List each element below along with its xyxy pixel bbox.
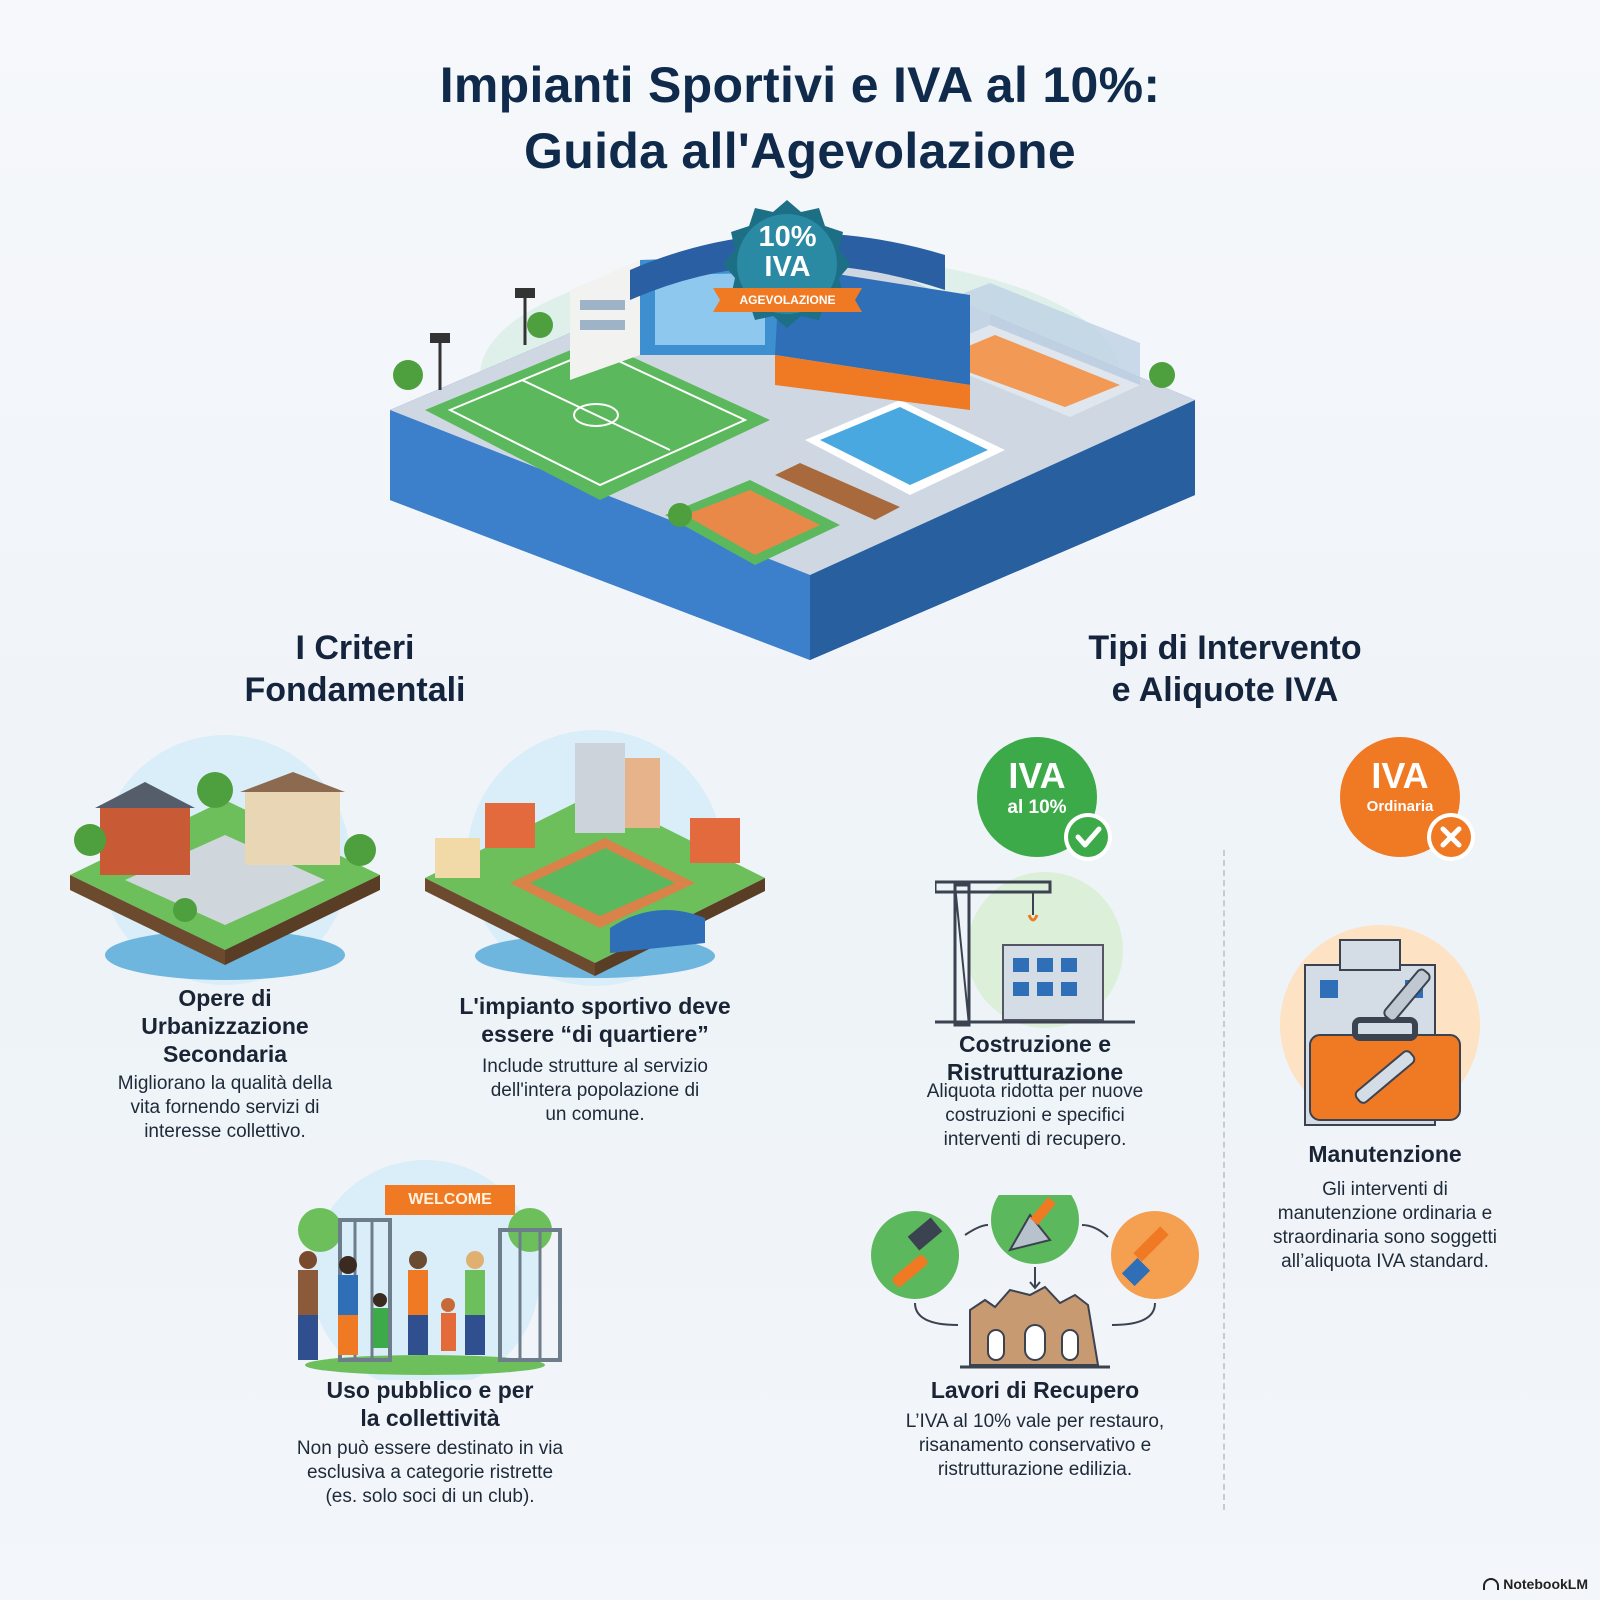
recovery-works-desc: L’IVA al 10% vale per restauro, risaname…: [905, 1411, 1165, 1480]
criteria-item-3-desc: Non può essere destinato in via esclusiv…: [296, 1438, 564, 1507]
construction-desc: Aliquota ridotta per nuove costruzioni e…: [926, 1081, 1144, 1150]
iva-ordinaria-badge-line2: Ordinaria: [1366, 798, 1434, 815]
page-title-line2: Guida all'Agevolazione: [524, 123, 1076, 179]
criteria-section-title: I Criteri Fondamentali: [244, 629, 466, 709]
brand-logo-icon: [1483, 1578, 1500, 1590]
interventions-section-title: Tipi di Intervento e Aliquote IVA: [1088, 629, 1362, 709]
construction-crane-illustration: [935, 870, 1135, 1030]
welcome-sign: WELCOME: [408, 1191, 492, 1208]
hero-sports-complex-illustration: [380, 195, 1220, 695]
hero-badge-percent: 10%: [758, 221, 817, 253]
iva-10-badge: IVA al 10%: [975, 735, 1125, 865]
recovery-works-title: Lavori di Recupero: [930, 1377, 1140, 1403]
maintenance-desc: Gli interventi di manutenzione ordinaria…: [1273, 1179, 1497, 1272]
neighborhood-illustration: [425, 728, 765, 993]
construction-title: Costruzione e Ristrutturazione: [946, 1031, 1124, 1085]
iva-ordinaria-badge: IVA Ordinaria: [1338, 735, 1488, 865]
brand-name: NotebookLM: [1503, 1576, 1588, 1592]
maintenance-title: Manutenzione: [1308, 1141, 1462, 1167]
iva-ordinaria-badge-line1: IVA: [1371, 755, 1429, 796]
iva-10-agevolazione-badge: 10% IVA AGEVOLAZIONE: [705, 200, 870, 340]
maintenance-toolbox-illustration: [1270, 925, 1500, 1140]
urbanization-illustration: [65, 730, 385, 990]
criteria-item-3-title: Uso pubblico e per la collettività: [326, 1377, 534, 1431]
hero-badge-ribbon: AGEVOLAZIONE: [739, 293, 836, 307]
iva-10-badge-line2: al 10%: [1007, 797, 1067, 818]
criteria-item-1-desc: Migliorano la qualità della vita fornend…: [117, 1073, 333, 1142]
column-divider: [1223, 850, 1225, 1510]
criteria-item-2-title: L'impianto sportivo deve essere “di quar…: [459, 993, 731, 1047]
brand-footer: NotebookLM: [1483, 1576, 1588, 1592]
criteria-item-1-title: Opere di Urbanizzazione Secondaria: [141, 985, 309, 1067]
criteria-item-2-desc: Include strutture al servizio dell'inter…: [482, 1056, 708, 1125]
hero-badge-iva: IVA: [764, 251, 811, 283]
recovery-works-illustration: [870, 1195, 1200, 1395]
iva-10-badge-line1: IVA: [1008, 755, 1066, 796]
page-title-line1: Impianti Sportivi e IVA al 10%:: [439, 57, 1161, 113]
public-use-illustration: WELCOME: [280, 1150, 580, 1380]
